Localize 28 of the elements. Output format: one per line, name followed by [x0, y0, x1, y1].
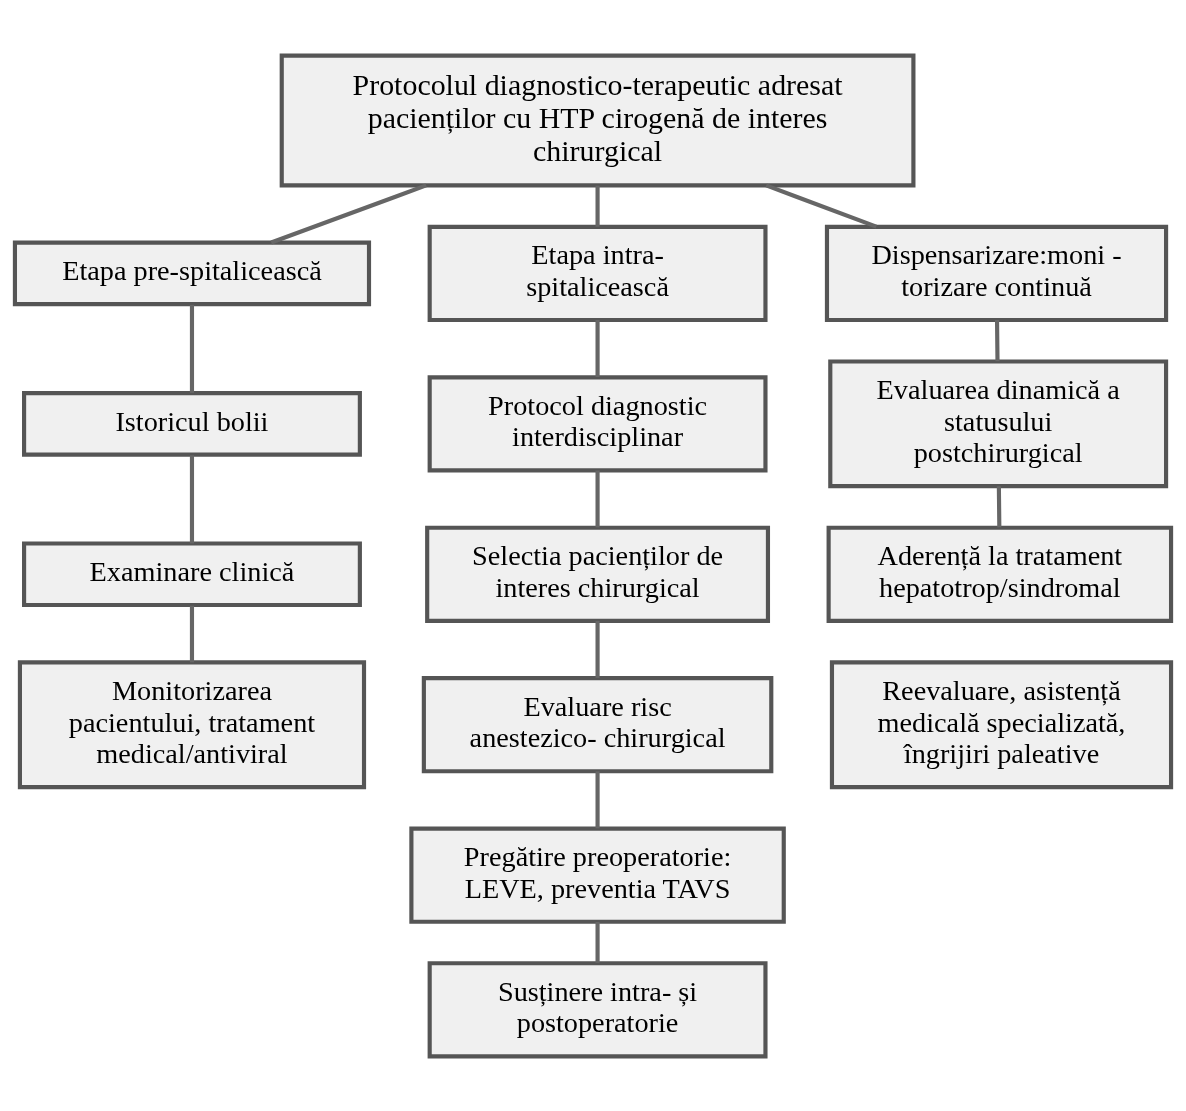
node-box: Examinare clinică	[22, 540, 362, 607]
node-box: Selectia pacienților de interes chirurgical	[425, 525, 771, 623]
node-box: Reevaluare, asistență medicală specializată, îngrijiri paleative	[829, 659, 1174, 789]
connector	[189, 304, 195, 393]
connector	[595, 319, 600, 377]
node-box: Pregătire preoperatorie: LEVE, preventia TAVS	[409, 826, 786, 924]
connector	[189, 454, 195, 543]
connector	[595, 770, 600, 828]
connector	[595, 185, 600, 227]
node-box: Istoricul bolii	[22, 390, 362, 457]
node-box: Dispensarizare:moni - torizare continuă	[824, 224, 1169, 322]
node-box: Protocolul diagnostico-terapeutic adresat pacienților cu HTP cirogenă de interes chirurgical	[279, 53, 916, 187]
connector	[270, 182, 427, 244]
node-box: Protocol diagnostic interdisciplinar	[427, 374, 768, 472]
connector	[189, 605, 195, 662]
node-box: Etapa pre-spitalicească	[12, 240, 372, 306]
node-box: Evaluare risc anestezico- chirurgical	[421, 675, 774, 773]
connector	[996, 485, 1002, 527]
node-box: Evaluarea dinamică a statusului postchirurgical	[828, 358, 1169, 488]
connector	[765, 182, 878, 229]
node-box: Aderență la tratament hepatotrop/sindromal	[826, 525, 1174, 623]
node-box: Monitorizarea pacientului, tratament medical/antiviral	[17, 659, 367, 789]
node-box: Etapa intra- spitalicească	[427, 224, 768, 322]
connector	[994, 319, 1000, 361]
connector	[595, 620, 600, 678]
connector	[595, 921, 600, 963]
node-box: Susținere intra- și postoperatorie	[427, 960, 768, 1058]
connector	[595, 469, 600, 527]
